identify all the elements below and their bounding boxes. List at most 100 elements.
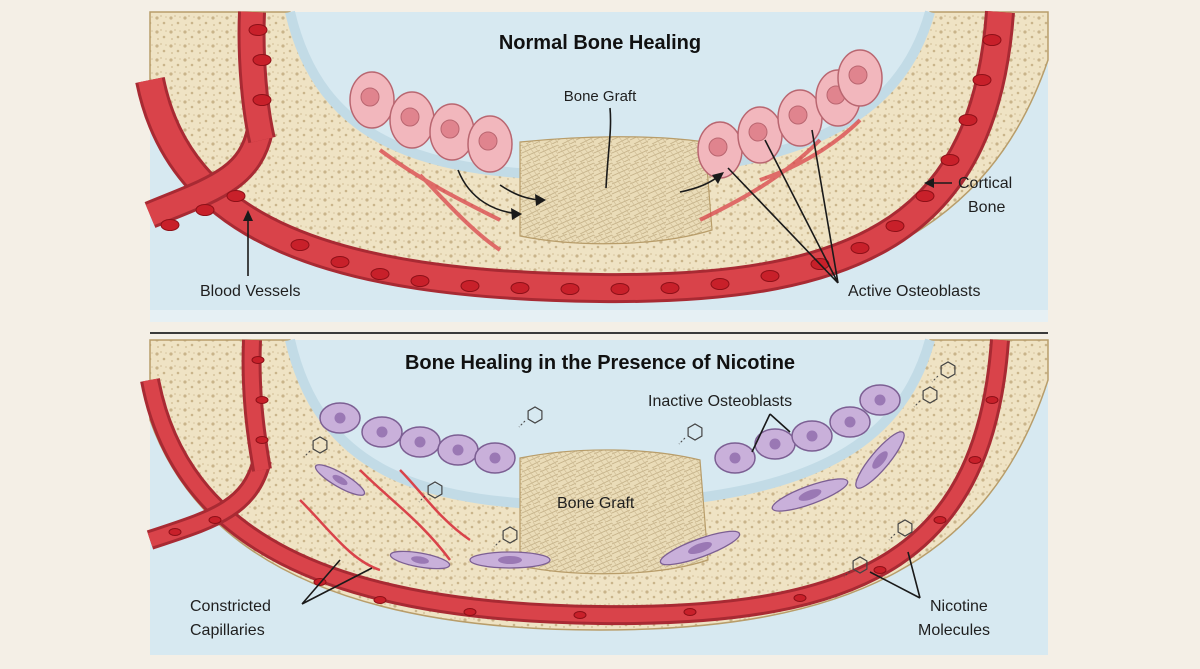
- bottom-nicotine-leaders: [869, 551, 921, 599]
- red-blood-cell: [248, 24, 268, 36]
- nicotine-molecule: [678, 423, 703, 445]
- bottom-inactive-osteoblasts-label: Inactive Osteoblasts: [648, 393, 792, 410]
- spindle-cell: [855, 431, 905, 489]
- spindle-cell: [659, 530, 741, 566]
- red-blood-cell: [985, 396, 999, 404]
- nicotine-molecule: [418, 481, 443, 503]
- active-osteoblast: [697, 121, 743, 179]
- red-blood-cell: [873, 566, 887, 574]
- top-active-osteoblasts: [349, 49, 883, 179]
- nicotine-molecule: [913, 386, 938, 408]
- red-blood-cell: [290, 239, 310, 251]
- red-blood-cell: [573, 611, 587, 619]
- top-cortical-label-line2: Bone: [968, 199, 1005, 216]
- spindle-cell: [314, 464, 366, 496]
- red-blood-cell: [972, 74, 992, 86]
- bottom-nicotine-molecules: [303, 361, 956, 578]
- red-blood-cell: [510, 282, 530, 294]
- red-blood-cell: [968, 456, 982, 464]
- inactive-osteoblast: [829, 406, 871, 438]
- bottom-inactive-osteoblasts-leaders: [751, 413, 791, 453]
- top-vessel-branch: [145, 127, 271, 226]
- inactive-osteoblast: [361, 416, 403, 448]
- bottom-panel: Bone Healing in the Presence of Nicotine…: [140, 338, 1049, 655]
- red-blood-cell: [255, 396, 269, 404]
- spindle-cell: [469, 551, 551, 569]
- red-blood-cell: [208, 516, 222, 524]
- red-blood-cell: [793, 594, 807, 602]
- red-blood-cell: [255, 436, 269, 444]
- red-blood-cell: [373, 596, 387, 604]
- inactive-osteoblast: [319, 402, 361, 434]
- bottom-inactive-osteoblasts: [319, 384, 901, 474]
- bottom-red-blood-cells: [168, 356, 999, 619]
- spindle-cell: [389, 550, 451, 570]
- bottom-constricted-leaders: [301, 559, 373, 605]
- bottom-spindle-cells: [314, 431, 905, 570]
- top-panel: Normal Bone Healing Bone Graft Cortical …: [135, 10, 1049, 322]
- red-blood-cell: [460, 280, 480, 292]
- red-blood-cell: [915, 190, 935, 202]
- top-active-osteoblasts-label: Active Osteoblasts: [848, 283, 981, 300]
- top-red-blood-cells: [160, 24, 1002, 295]
- inactive-osteoblast: [437, 434, 479, 466]
- nicotine-molecule: [931, 361, 956, 383]
- red-blood-cell: [226, 190, 246, 202]
- red-blood-cell: [760, 270, 780, 282]
- nicotine-molecule: [843, 556, 868, 578]
- bottom-vessel-vertical: [244, 339, 269, 472]
- red-blood-cell: [160, 219, 180, 231]
- bottom-constricted-label-line2: Capillaries: [190, 622, 265, 639]
- red-blood-cell: [410, 275, 430, 287]
- active-osteoblast: [837, 49, 883, 107]
- red-blood-cell: [195, 204, 215, 216]
- bottom-nicotine-label-line1: Nicotine: [930, 598, 988, 615]
- red-blood-cell: [982, 34, 1002, 46]
- red-blood-cell: [958, 114, 978, 126]
- red-blood-cell: [885, 220, 905, 232]
- bottom-constricted-label-line1: Constricted: [190, 598, 271, 615]
- top-arrowhead-left-2: [535, 194, 546, 206]
- top-bone-graft: [519, 136, 713, 245]
- nicotine-molecule: [493, 526, 518, 548]
- red-blood-cell: [251, 356, 265, 364]
- red-blood-cell: [610, 283, 630, 295]
- red-blood-cell: [940, 154, 960, 166]
- bottom-bone-graft-label: Bone Graft: [557, 495, 635, 512]
- top-bone-graft-label: Bone Graft: [564, 88, 637, 105]
- active-osteoblast: [429, 103, 475, 161]
- nicotine-molecule: [303, 436, 328, 458]
- top-cortical-label-line1: Cortical: [958, 175, 1012, 192]
- red-blood-cell: [683, 608, 697, 616]
- bottom-constricted-capillaries: [299, 469, 471, 572]
- red-blood-cell: [463, 608, 477, 616]
- top-arrowhead-left-1: [511, 208, 522, 220]
- red-blood-cell: [933, 516, 947, 524]
- red-blood-cell: [710, 278, 730, 290]
- top-blood-vessels-label: Blood Vessels: [200, 283, 301, 300]
- top-blood-vessels-arrowhead: [243, 210, 253, 221]
- active-osteoblast: [737, 106, 783, 164]
- bottom-title: Bone Healing in the Presence of Nicotine: [405, 352, 795, 374]
- red-blood-cell: [660, 282, 680, 294]
- top-arrowhead-right: [712, 172, 724, 184]
- red-blood-cell: [252, 54, 272, 66]
- inactive-osteoblast: [399, 426, 441, 458]
- red-blood-cell: [168, 528, 182, 536]
- active-osteoblast: [389, 91, 435, 149]
- inactive-osteoblast: [859, 384, 901, 416]
- top-bone-graft-leader: [605, 107, 612, 189]
- red-blood-cell: [252, 94, 272, 106]
- inactive-osteoblast: [791, 420, 833, 452]
- red-blood-cell: [330, 256, 350, 268]
- inactive-osteoblast: [714, 442, 756, 474]
- inactive-osteoblast: [474, 442, 516, 474]
- active-osteoblast: [349, 71, 395, 129]
- top-capillaries: [378, 118, 862, 252]
- nicotine-molecule: [888, 519, 913, 541]
- top-title: Normal Bone Healing: [499, 32, 701, 54]
- spindle-cell: [771, 478, 849, 512]
- red-blood-cell: [370, 268, 390, 280]
- top-cortical-arrowhead: [924, 178, 934, 188]
